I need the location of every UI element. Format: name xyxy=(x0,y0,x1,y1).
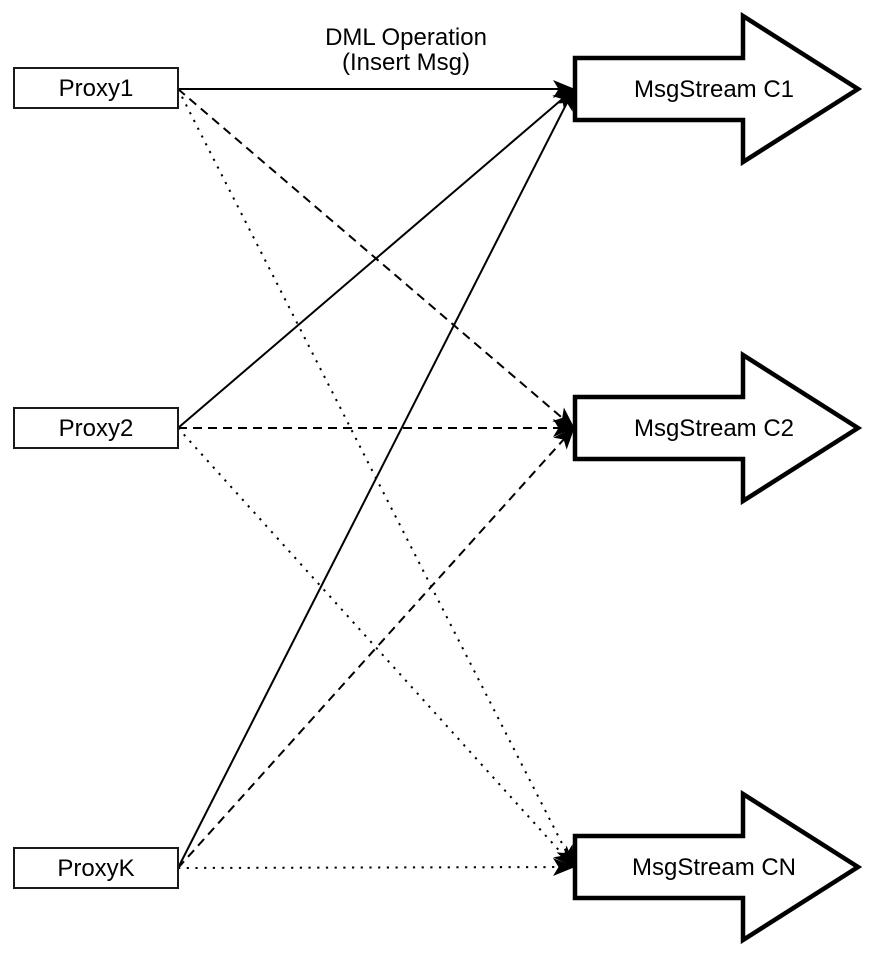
dml-operation-label-line2: (Insert Msg) xyxy=(342,49,470,76)
edges-layer xyxy=(177,80,575,877)
edge-proxy1-cn xyxy=(177,88,575,868)
proxy2-label: Proxy2 xyxy=(59,415,134,442)
msgstream-c1-node: MsgStream C1 xyxy=(572,11,863,167)
proxy1-box xyxy=(13,67,179,109)
proxy2-box xyxy=(13,407,179,449)
msgstream-c1-arrow-shape xyxy=(572,11,863,167)
msgstream-cn-label: MsgStream CN xyxy=(632,854,796,881)
dml-operation-label-line1: DML Operation xyxy=(325,24,487,51)
proxyk-label: ProxyK xyxy=(57,855,134,882)
msgstream-c2-label: MsgStream C2 xyxy=(634,415,794,442)
proxy1-node: Proxy1 xyxy=(13,67,179,109)
proxy1-label: Proxy1 xyxy=(59,75,134,102)
edge-proxyk-cn xyxy=(177,858,575,877)
proxyk-box xyxy=(13,847,179,889)
proxyk-node: ProxyK xyxy=(13,847,179,889)
msgstream-c1-label: MsgStream C1 xyxy=(634,76,794,103)
msgstream-cn-arrow-shape xyxy=(572,789,863,945)
msgstream-c2-node: MsgStream C2 xyxy=(572,350,863,506)
proxy2-node: Proxy2 xyxy=(13,407,179,449)
msgstream-c2-arrow-shape xyxy=(572,350,863,506)
edge-proxyk-c2 xyxy=(177,427,575,869)
edge-proxy1-c2 xyxy=(177,88,575,429)
msgstream-cn-node: MsgStream CN xyxy=(572,789,863,945)
